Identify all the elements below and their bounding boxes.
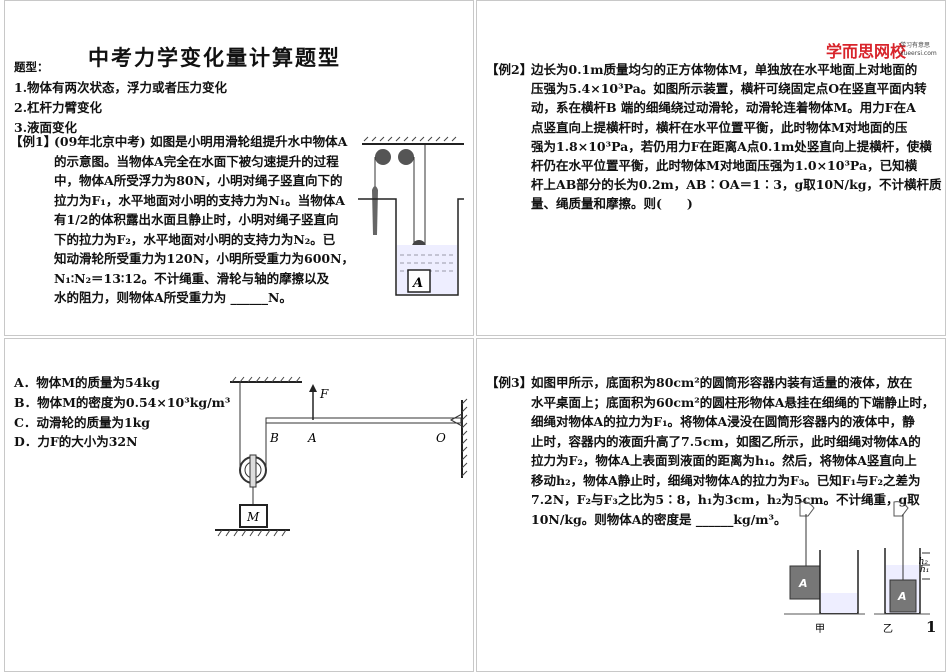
page-title: 中考力学变化量计算题型 [88, 45, 341, 70]
slide-4 [476, 338, 946, 672]
text-line: 拉力为F₂，物体A上表面到液面的距离为h₁。然后，将物体A竖直向上 [531, 453, 917, 468]
example-tag: 【例3】 [486, 375, 533, 390]
figure-yi-label: 乙 [883, 623, 893, 635]
text-line: 中，物体A所受浮力为80N，小明对绳子竖直向下的 [54, 173, 343, 188]
example-tag: 【例2】 [486, 62, 533, 77]
example-3-text: 如图甲所示，底面积为80cm²的圆筒形容器内装有适量的液体，放在 水平桌面上；底… [531, 373, 934, 529]
type-item: 1.物体有两次状态，浮力或者压力变化 [14, 80, 228, 95]
page-number: 1 [926, 618, 937, 636]
text-line: 量、绳质量和摩擦。则( ) [531, 196, 693, 212]
container-figure: A A h₁ h₂ 甲 乙 [784, 501, 930, 635]
text-line: 止时，容器内的液面升高了7.5cm，如图乙所示，此时细绳对物体A的 [531, 433, 921, 449]
text-line: 下的拉力为F₂，水平地面对小明的支持力为N₂。已 [54, 231, 336, 247]
answer-options: A．物体M的质量为54kg B．物体M的密度为0.54×10³kg/m³ C．动… [14, 373, 230, 452]
option-c: C．动滑轮的质量为1kg [14, 414, 151, 430]
block-label: A [411, 276, 423, 291]
point-b-label: B [269, 431, 279, 445]
text-line: 的示意图。当物体A完全在水面下被匀速提升的过程 [54, 153, 339, 169]
pulley-figure: A [358, 136, 464, 296]
text-line: 点竖直向上提横杆时，横杆在水平位置平衡，此时物体M对地面的压 [531, 119, 908, 135]
example-1-text: (09年北京中考) 如图是小明用滑轮组提升水中物体A 的示意图。当物体A完全在水… [54, 132, 354, 308]
block-label: A [798, 577, 808, 590]
example-2-text: 边长为0.1m质量均匀的正方体物体M，单独放在水平地面上对地面的 压强为5.4×… [531, 60, 942, 214]
text-line: 知动滑轮所受重力为120N，小明所受重力为600N， [54, 251, 355, 266]
logo-url: xueersi.com [900, 50, 937, 57]
h1-label: h₁ [920, 565, 929, 575]
figure-jia-label: 甲 [815, 624, 825, 635]
lever-figure: F B A O M [215, 376, 468, 537]
text-line: N₁∶N₂＝13∶12。不计绳重、滑轮与轴的摩擦以及 [54, 270, 330, 286]
point-o-label: O [436, 431, 446, 445]
text-line: 如图甲所示，底面积为80cm²的圆筒形容器内装有适量的液体，放在 [531, 375, 913, 390]
option-a: A．物体M的质量为54kg [14, 375, 160, 390]
text-line: 动，系在横杆B 端的细绳绕过动滑轮，动滑轮连着物体M。用力F在A [531, 100, 916, 116]
force-label: F [319, 387, 329, 401]
text-line: (09年北京中考) 如图是小明用滑轮组提升水中物体A [54, 134, 348, 149]
type-item: 2.杠杆力臂变化 [14, 99, 103, 115]
slide-2 [476, 0, 946, 336]
text-line: 移动h₂，物体A静止时，细绳对物体A的拉力为F₃。已知F₁与F₂之差为 [531, 472, 921, 488]
text-line: 杆上AB部分的长为0.2m，AB∶OA＝1∶3，g取10N/kg，不计横杆质 [531, 177, 942, 193]
types-label: 题型： [14, 60, 49, 74]
text-line: 7.2N，F₂与F₃之比为5∶8，h₁为3cm，h₂为5cm。不计绳重，g取 [531, 492, 920, 507]
text-line: 杆仍在水平位置平衡，此时物体M对地面压强为1.0×10³Pa，已知横 [531, 158, 918, 174]
text-line: 压强为5.4×10³Pa。如图所示装置，横杆可绕固定点O在竖直平面内转 [531, 81, 927, 97]
text-line: 强为1.8×10³Pa，若仍用力F在距离A点0.1m处竖直向上提横杆，使横 [531, 138, 932, 154]
type-item: 3.液面变化 [14, 119, 78, 135]
text-line: 细绳对物体A的拉力为F₁。将物体A浸没在圆筒形容器内的液体中，静 [531, 414, 915, 429]
logo-slogan: 学习有意思 [900, 42, 931, 49]
text-line: 拉力为F₁，水平地面对小明的支持力为N₁。当物体A [54, 192, 345, 208]
text-line: 水的阻力，则物体A所受重力为 ______N。 [54, 290, 292, 305]
h2-label: h₂ [919, 557, 929, 567]
text-line: 水平桌面上；底面积为60cm²的圆柱形物体A悬挂在细绳的下端静止时， [531, 394, 935, 410]
point-a-label: A [307, 431, 317, 445]
text-line: 边长为0.1m质量均匀的正方体物体M，单独放在水平地面上对地面的 [531, 62, 918, 77]
mass-label: M [246, 510, 260, 524]
text-line: 有1/2的体积露出水面且静止时，小明对绳子竖直向 [54, 212, 339, 227]
block-label-2: A [897, 590, 907, 603]
text-line: 10N/kg。则物体A的密度是 ______kg/m³。 [531, 511, 787, 527]
option-d: D．力F的大小为32N [14, 434, 138, 450]
xueersi-logo: 学而思网校 [826, 42, 907, 61]
example-tag: 【例1】 [10, 134, 57, 149]
option-b: B．物体M的密度为0.54×10³kg/m³ [14, 394, 231, 410]
types-list: 1.物体有两次状态，浮力或者压力变化 2.杠杆力臂变化 3.液面变化 [14, 78, 227, 137]
